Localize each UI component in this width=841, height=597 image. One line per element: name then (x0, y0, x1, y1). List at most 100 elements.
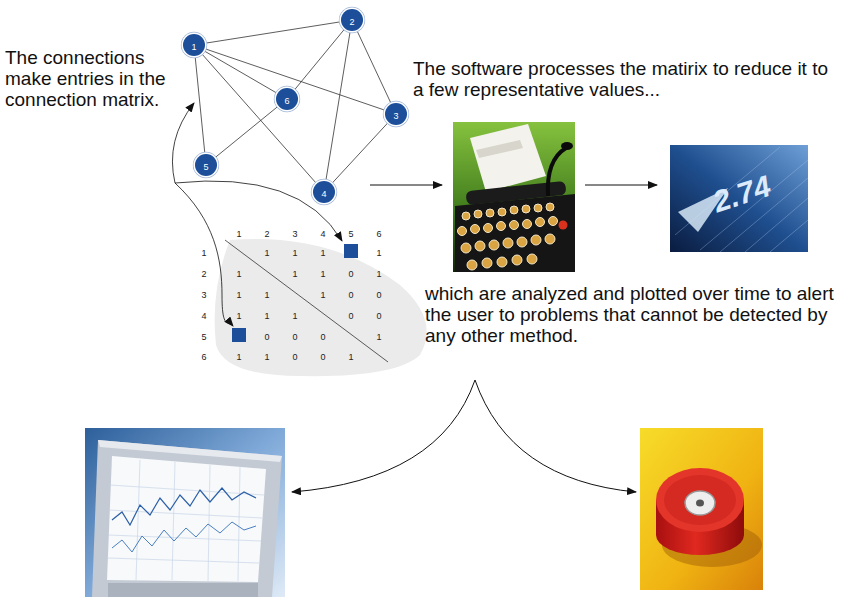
matrix-cell: 1 (376, 248, 381, 258)
matrix-cell: 1 (236, 352, 241, 362)
graph-node: 3 (385, 103, 407, 125)
label-holder: 1 (264, 284, 269, 302)
label-holder: 1 (292, 263, 297, 281)
graph-node: 5 (195, 154, 217, 176)
label-holder: 1 (320, 284, 325, 302)
matrix-index: 3 (201, 290, 206, 300)
graph-node: 2 (341, 9, 363, 31)
label-holder: 3 (201, 284, 206, 302)
label-holder: 1 (236, 305, 241, 323)
matrix-cell: 1 (236, 311, 241, 321)
graph-edge (204, 51, 276, 93)
label-holder: 1 (376, 326, 381, 344)
label-holder: 0 (348, 263, 353, 281)
matrix-cell: 1 (320, 248, 325, 258)
matrix-index: 4 (201, 311, 206, 321)
label-holder: 2 (201, 263, 206, 281)
matrix-cell: 0 (320, 352, 325, 362)
matrix-index: 4 (320, 229, 325, 239)
label-holder: 1 (292, 305, 297, 323)
matrix-index: 3 (292, 229, 297, 239)
label-holder: 2.74 (709, 169, 775, 219)
caption-text: The connections make entries in the conn… (5, 47, 166, 110)
graph-node: 6 (276, 88, 298, 110)
label-holder: 4 (201, 305, 206, 323)
label-holder: 0 (292, 346, 297, 364)
matrix-cell: 0 (292, 352, 297, 362)
matrix-index: 6 (376, 229, 381, 239)
label-holder: 3 (292, 223, 297, 241)
label-holder: 0 (292, 326, 297, 344)
label-holder: 1 (376, 242, 381, 260)
matrix-index: 2 (201, 269, 206, 279)
label-holder: The connections make entries in the conn… (5, 47, 170, 110)
matrix-cell: 0 (376, 290, 381, 300)
label-holder: The software processes the matirix to re… (413, 58, 828, 100)
label-holder: 1 (201, 242, 206, 260)
node-number: 3 (393, 105, 398, 127)
label-holder: 0 (264, 326, 269, 344)
label-holder: 1 (320, 242, 325, 260)
caption-text: which are analyzed and plotted over time… (425, 283, 834, 346)
label-holder: 1 (236, 263, 241, 281)
matrix-index: 2 (264, 229, 269, 239)
graph-edge (205, 49, 384, 110)
graph-node: 4 (313, 181, 335, 203)
monitor-photo (85, 428, 285, 597)
label-holder: 2 (264, 223, 269, 241)
label-holder: 0 (348, 305, 353, 323)
label-holder: 0 (376, 305, 381, 323)
matrix-cell: 1 (292, 269, 297, 279)
label-holder: 1 (376, 263, 381, 281)
label-holder: 1 (264, 346, 269, 364)
matrix-ground (215, 239, 427, 376)
label-holder: 1 (236, 223, 241, 241)
label-holder: 5 (201, 326, 206, 344)
label-holder: 1 (264, 242, 269, 260)
label-holder: 1 (320, 263, 325, 281)
graph-edge (357, 31, 391, 103)
label-holder: 0 (320, 326, 325, 344)
matrix-cell: 1 (264, 248, 269, 258)
number-photo (670, 145, 808, 252)
matrix-mark (344, 244, 358, 258)
label-holder: 0 (320, 346, 325, 364)
matrix-cell: 1 (348, 352, 353, 362)
matrix-cell: 0 (348, 269, 353, 279)
matrix-cell: 1 (376, 269, 381, 279)
label-holder: 1 (292, 242, 297, 260)
node-number: 5 (203, 156, 208, 178)
matrix-cell: 1 (264, 352, 269, 362)
matrix-cell: 1 (236, 269, 241, 279)
caption-text: The software processes the matirix to re… (413, 58, 828, 100)
typewriter-photo (453, 122, 575, 272)
node-number: 2 (349, 11, 354, 33)
matrix-cell: 0 (264, 332, 269, 342)
matrix-index: 1 (201, 248, 206, 258)
matrix-cell: 0 (292, 332, 297, 342)
label-holder: 1 (236, 284, 241, 302)
node-number: 1 (191, 36, 196, 58)
label-holder: 4 (320, 223, 325, 241)
graph-edge (206, 22, 340, 43)
matrix-cell: 0 (348, 311, 353, 321)
graph-edge (332, 123, 388, 183)
graph-edge (195, 57, 205, 153)
label-holder: 1 (264, 305, 269, 323)
label-holder: 6 (201, 346, 206, 364)
label-holder: 0 (348, 284, 353, 302)
matrix-cell: 1 (292, 248, 297, 258)
graph-node: 1 (183, 34, 205, 56)
matrix-cell: 0 (348, 290, 353, 300)
matrix-index: 5 (201, 332, 206, 342)
label-holder: 6 (376, 223, 381, 241)
matrix-cell: 1 (264, 311, 269, 321)
alarm-button-photo (640, 428, 763, 590)
matrix-cell: 1 (292, 311, 297, 321)
matrix-index: 1 (236, 229, 241, 239)
label-holder: 1 (236, 346, 241, 364)
matrix-cell: 0 (320, 332, 325, 342)
matrix-mark (232, 328, 246, 342)
matrix-cell: 1 (320, 290, 325, 300)
graph-edge (202, 54, 316, 183)
